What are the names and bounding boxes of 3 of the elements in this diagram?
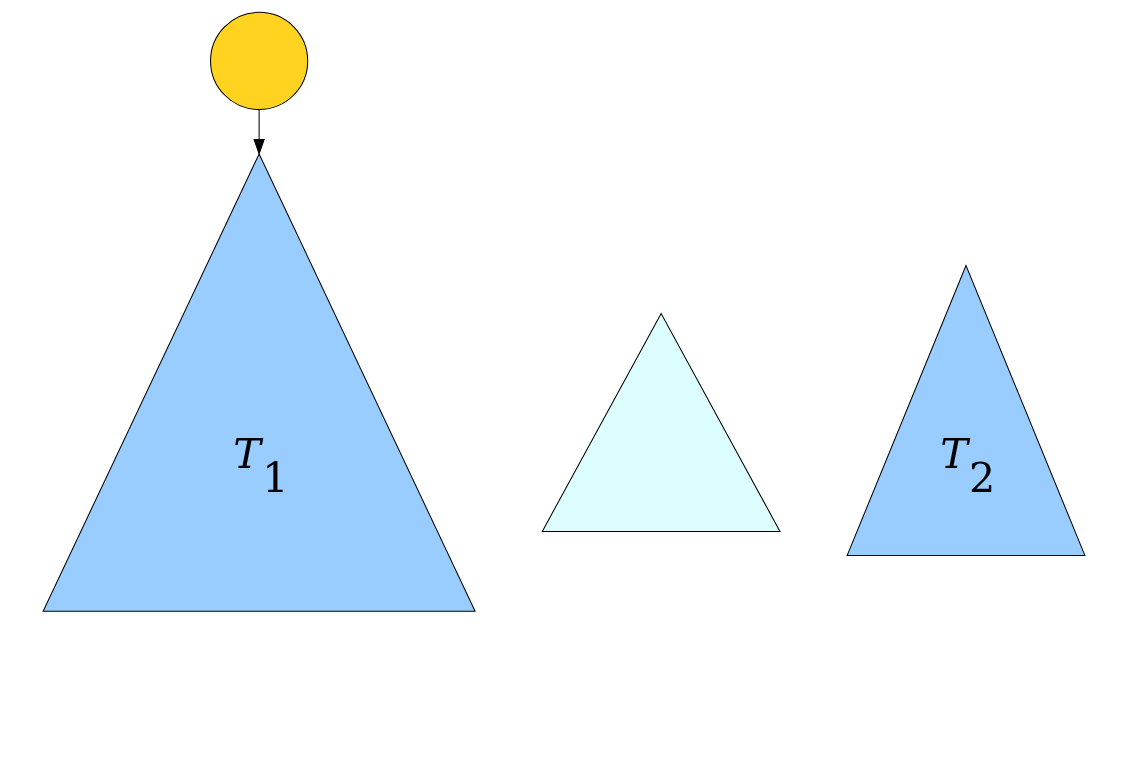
node-triangle: [540, 312, 781, 532]
node-circle: [209, 11, 308, 110]
arrow: [252, 109, 265, 156]
